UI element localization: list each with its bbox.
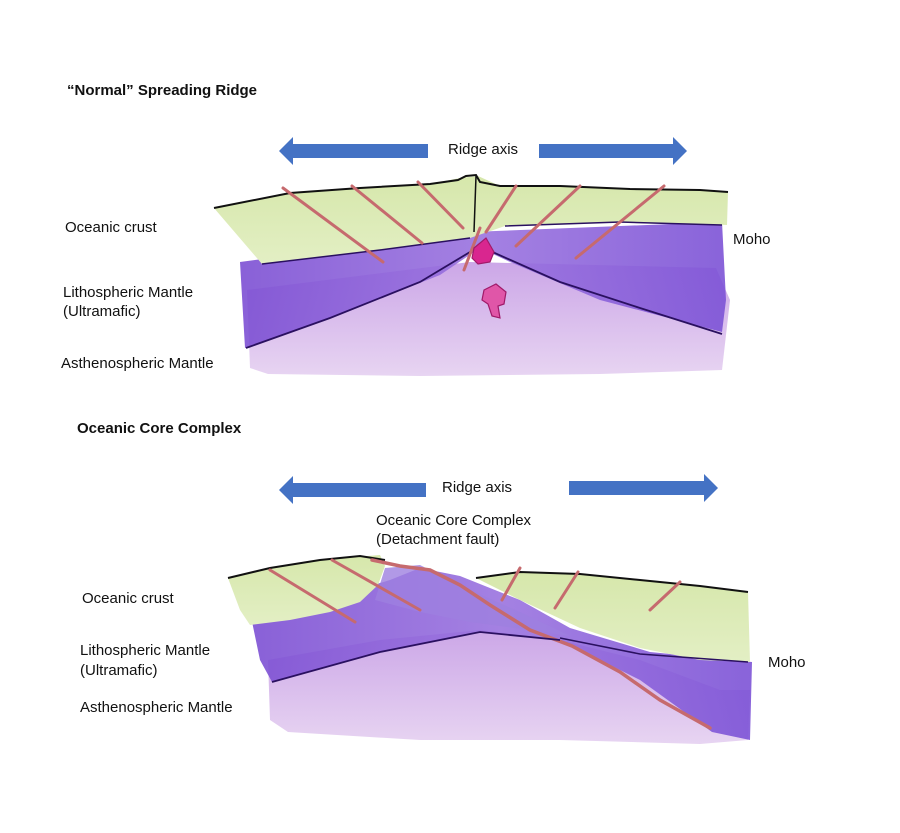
lithospheric-mantle-label: Lithospheric Mantle [63,284,194,301]
ridge-arrow-right [569,474,718,502]
oceanic-crust-layer [476,572,750,662]
exhumed-mantle-dome [375,565,570,636]
fault-line [484,184,518,234]
lithospheric-mantle-sublabel: (Ultramafic) [80,662,158,679]
fault-line [281,186,385,264]
fault-line [330,558,422,612]
ridge-axis-line [473,175,477,233]
fault-line [268,568,357,624]
lithospheric-mantle-sublabel: (Ultramafic) [63,303,141,320]
magma-blob-lower [481,283,507,319]
detachment-fault-label: (Detachment fault) [376,531,500,548]
detachment-fault [370,558,712,730]
seafloor-line [475,570,749,593]
ridge-arrow-left [279,137,428,165]
oceanic-crust-label: Oceanic crust [65,219,157,236]
ridge-arrow-left [279,476,426,504]
moho-label: Moho [768,654,806,671]
oceanic-crust-layer [214,176,728,264]
bottom-diagram-title: Oceanic Core Complex [77,420,242,437]
core-complex-label: Oceanic Core Complex [376,512,532,529]
fault-line [514,184,582,248]
moho-label: Moho [733,231,771,248]
moho-line-left [261,237,471,265]
lithospheric-mantle-layer [250,568,752,740]
core-complex-diagram [227,474,752,744]
fault-line [500,566,522,602]
lithosphere-base [271,631,561,683]
moho-line [559,637,749,663]
seafloor-line [227,554,386,579]
seafloor-line [213,173,729,209]
oceanic-crust-label: Oceanic crust [82,590,174,607]
lithosphere-base-right [487,249,723,335]
fault-line [462,226,482,272]
asthenospheric-mantle-label: Asthenospheric Mantle [80,699,233,716]
ridge-axis-label: Ridge axis [448,141,519,158]
oceanic-crust-layer [228,555,385,625]
asthenospheric-mantle-label: Asthenospheric Mantle [61,355,214,372]
magma-chamber-upper [471,237,495,265]
fault-line [416,180,465,230]
fault-line [553,570,580,610]
fault-line [574,184,666,260]
ridge-arrow-right [539,137,687,165]
lithosphere-base-left [245,251,471,349]
lithospheric-mantle-label: Lithospheric Mantle [80,642,211,659]
ridge-axis-label: Ridge axis [442,479,513,496]
normal-ridge-diagram [213,137,730,376]
lithospheric-mantle-layer [240,222,726,348]
fault-line [350,184,424,245]
fault-line [648,580,682,612]
top-diagram-title: “Normal” Spreading Ridge [67,82,258,99]
